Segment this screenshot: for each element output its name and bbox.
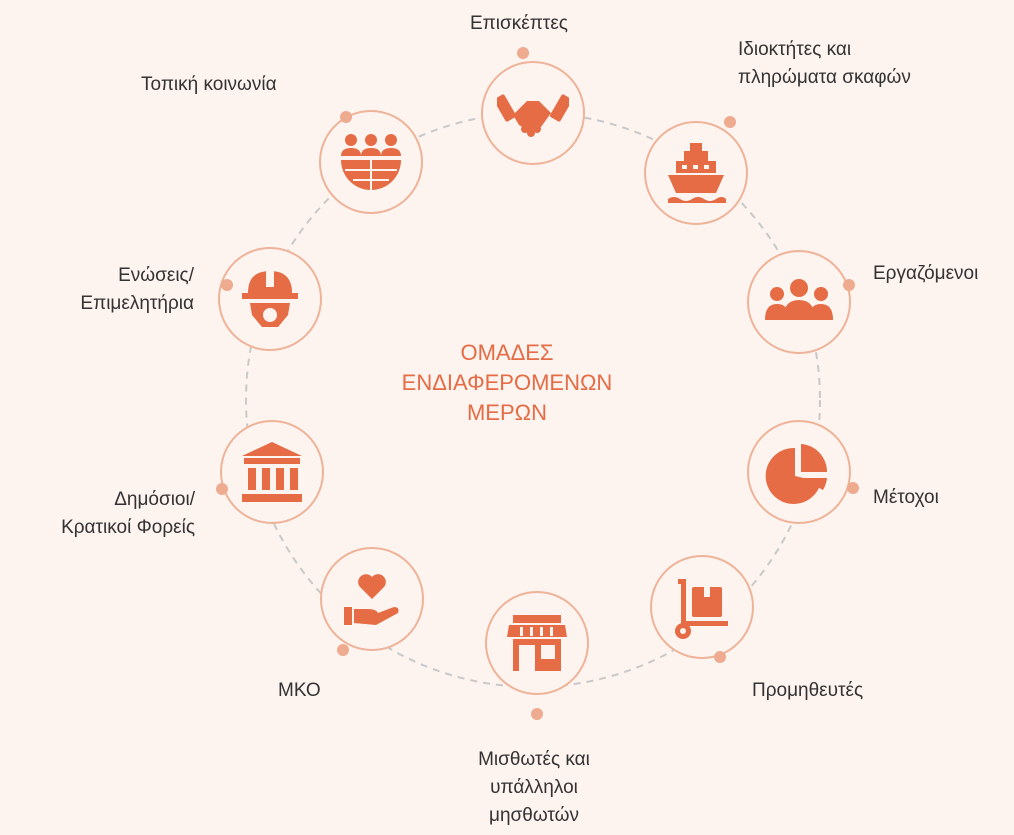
label-line: Δημόσιοι/ (114, 489, 195, 510)
label-line: Μισθωτές και (478, 749, 590, 770)
heart-hand-icon (344, 574, 399, 625)
label-line: Προμηθευτές (752, 680, 864, 701)
stakeholder-label: Μισθωτές και υπάλληλοι μησθωτών (460, 746, 608, 830)
stakeholder-label: Τοπική κοινωνία (141, 71, 277, 99)
stakeholder-label: Ιδιοκτήτες και πληρώματα σκαφών (738, 36, 911, 92)
label-line: μησθωτών (489, 805, 579, 826)
label-line: υπάλληλοι (490, 777, 578, 798)
stakeholder-node-ngos[interactable] (320, 547, 424, 651)
stakeholder-node-suppliers[interactable] (650, 555, 754, 659)
connector-dot (847, 482, 859, 494)
stakeholder-node-unions[interactable] (218, 247, 322, 351)
stakeholder-node-visitors[interactable] (481, 61, 585, 165)
stakeholder-label: Ενώσεις/ Επιμελητήρια (26, 262, 194, 318)
stakeholder-label: ΜΚΟ (278, 677, 321, 705)
pie-chart-icon (765, 444, 828, 504)
stakeholder-label: Δημόσιοι/ Κρατικοί Φορείς (8, 486, 195, 542)
stakeholder-node-boat-owners[interactable] (644, 121, 748, 225)
stakeholder-node-tenants[interactable] (485, 591, 589, 695)
connector-dot (337, 644, 349, 656)
label-line: πληρώματα σκαφών (738, 67, 911, 88)
label-line: Ιδιοκτήτες και (738, 39, 852, 60)
stakeholder-label: Επισκέπτες (470, 10, 568, 38)
label-line: Επιμελητήρια (80, 293, 194, 314)
connector-dot (517, 47, 529, 59)
center-title-line: ΟΜΑΔΕΣ (460, 340, 554, 365)
employees-icon (765, 279, 833, 320)
center-title: ΟΜΑΔΕΣ ΕΝΔΙΑΦΕΡΟΜΕΝΩΝ ΜΕΡΩΝ (357, 338, 657, 428)
stakeholder-node-employees[interactable] (747, 250, 851, 354)
connector-dot (340, 111, 352, 123)
label-line: ΜΚΟ (278, 680, 321, 701)
stakeholder-label: Μέτοχοι (873, 484, 939, 512)
stakeholder-label: Εργαζόμενοι (873, 260, 978, 288)
stakeholder-node-public-bodies[interactable] (220, 420, 324, 524)
connector-dot (216, 483, 228, 495)
label-line: Κρατικοί Φορείς (61, 517, 195, 538)
connector-dot (221, 279, 233, 291)
label-line: Εργαζόμενοι (873, 263, 979, 284)
handshake-icon (497, 94, 569, 137)
stakeholder-node-shareholders[interactable] (747, 420, 851, 524)
label-line: Τοπική κοινωνία (141, 74, 277, 95)
label-line: Επισκέπτες (470, 13, 568, 34)
ship-icon (668, 143, 726, 203)
helmet-gear-icon (242, 271, 298, 327)
stakeholder-label: Προμηθευτές (752, 677, 863, 705)
connector-dot (843, 279, 855, 291)
hand-truck-icon (675, 579, 728, 639)
community-globe-icon (341, 134, 401, 190)
shop-icon (507, 615, 567, 671)
government-building-icon (242, 442, 302, 502)
center-title-line: ΕΝΔΙΑΦΕΡΟΜΕΝΩΝ (401, 370, 613, 395)
connector-dot (531, 708, 543, 720)
connector-dot (724, 116, 736, 128)
stakeholder-node-local-community[interactable] (319, 110, 423, 214)
label-line: Ενώσεις/ (118, 265, 194, 286)
label-line: Μέτοχοι (873, 487, 939, 508)
center-title-line: ΜΕΡΩΝ (466, 400, 547, 425)
connector-dot (714, 651, 726, 663)
